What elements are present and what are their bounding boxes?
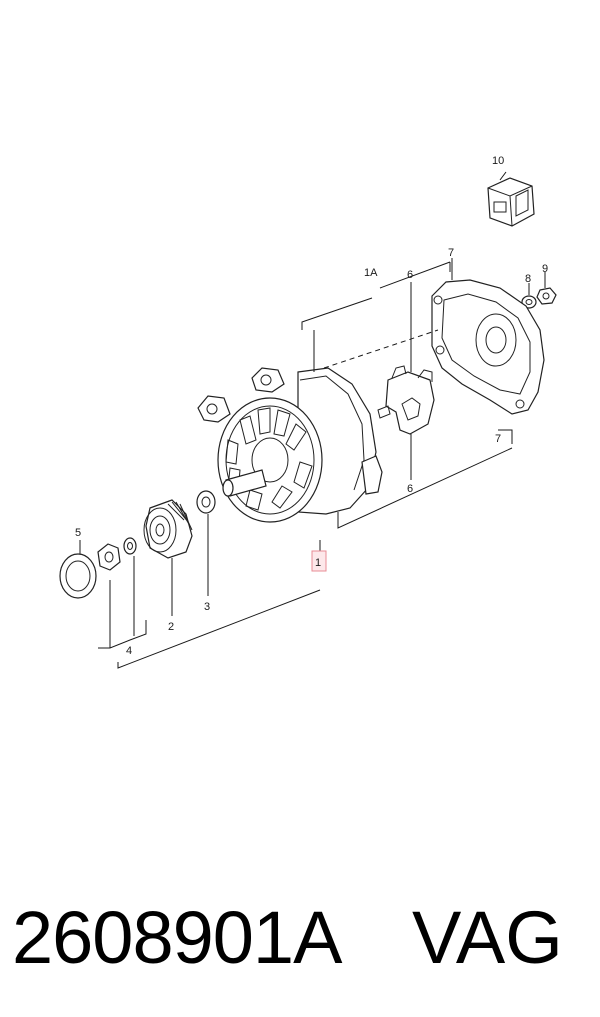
part-10-connector: [487, 177, 535, 227]
callout-1a: 1A: [364, 267, 378, 279]
callout-4: 4: [126, 645, 132, 657]
part-5-cap: [59, 553, 97, 599]
part-7-rear-cover: [431, 279, 545, 415]
callout-3: 3: [204, 601, 210, 613]
part-9-nut: [536, 287, 557, 305]
callout-6-bottom: 6: [407, 483, 413, 495]
part-2-pulley: [143, 499, 193, 559]
leader-lines: [79, 258, 513, 669]
part-4-washer: [123, 537, 137, 555]
callout-7-bottom: 7: [495, 433, 501, 445]
callout-9: 9: [542, 263, 548, 275]
callout-5: 5: [75, 527, 81, 539]
brand-name: VAG: [412, 896, 563, 979]
part-1-alternator: [197, 367, 383, 523]
part-number: 2608901A: [12, 896, 342, 979]
callout-8: 8: [525, 273, 531, 285]
callout-10: 10: [492, 155, 504, 167]
exploded-parts-diagram: 10 1A 6 7 8 9 7 6 1 5 3 2 4: [59, 155, 557, 669]
part-3-washer: [196, 490, 216, 514]
callout-6-top: 6: [407, 269, 413, 281]
part-6-voltage-regulator: [377, 365, 435, 435]
callout-1: 1: [315, 557, 321, 569]
caption: 2608901A VAG: [0, 888, 600, 988]
pulley-nut: [97, 543, 121, 571]
callout-7-top: 7: [448, 247, 454, 259]
callout-1-highlight-box: [311, 550, 327, 572]
callout-2: 2: [168, 621, 174, 633]
